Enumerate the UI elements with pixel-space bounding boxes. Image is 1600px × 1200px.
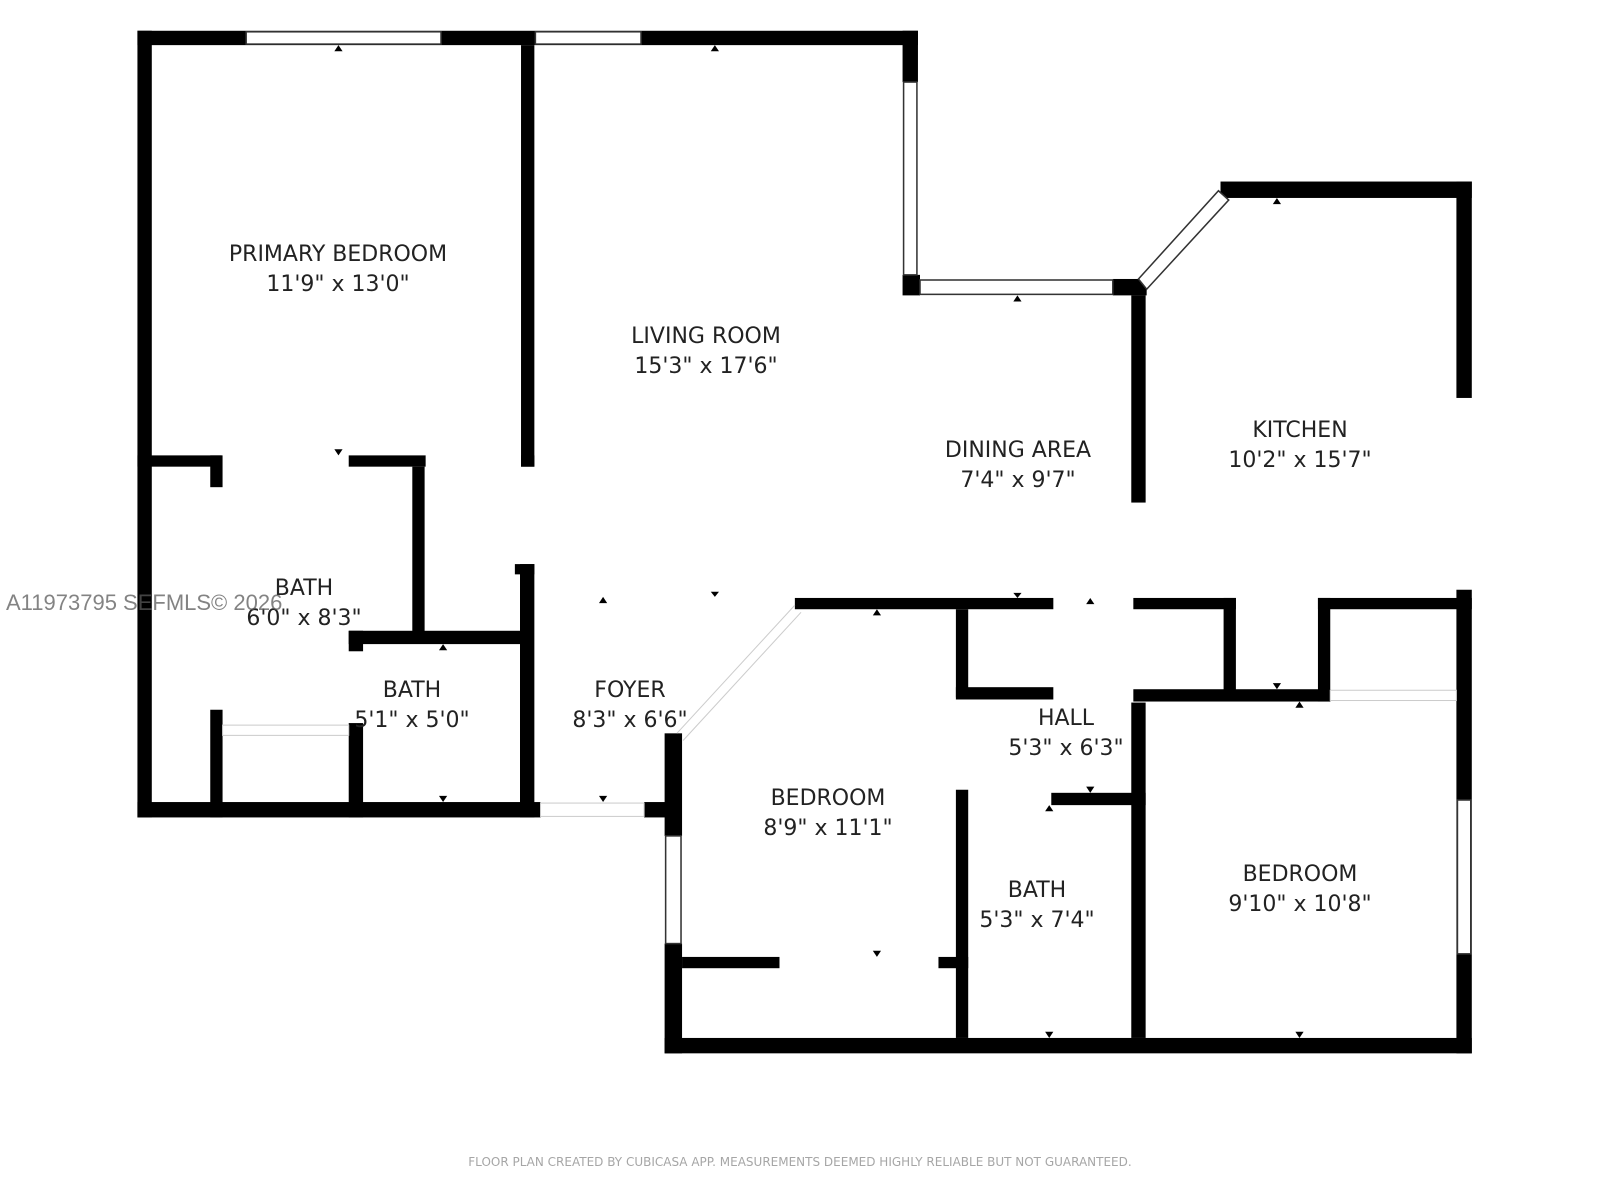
wall — [348, 455, 426, 467]
room-name: HALL — [1037, 706, 1095, 731]
room-size: 10'2" x 15'7" — [1228, 448, 1372, 473]
wall — [664, 1037, 1472, 1054]
room-name: BEDROOM — [1242, 862, 1358, 887]
walls — [137, 30, 1472, 1054]
room-name: BATH — [274, 576, 334, 601]
wall — [1133, 597, 1236, 610]
window — [919, 279, 1114, 296]
room-label-foyer: FOYER 8'3" x 6'6" — [572, 676, 687, 736]
window — [534, 31, 642, 45]
mls-watermark: A11973795 SEFMLS© 2026 — [6, 590, 283, 615]
wall — [521, 45, 535, 467]
wall — [682, 956, 780, 969]
wall — [514, 564, 535, 575]
room-name: LIVING ROOM — [631, 324, 781, 349]
room-label-bath-primary: BATH 6'0" x 8'3" — [246, 574, 361, 634]
room-label-hall: HALL 5'3" x 6'3" — [1008, 704, 1123, 764]
room-name: PRIMARY BEDROOM — [228, 242, 448, 267]
wall — [210, 709, 223, 818]
wall — [902, 30, 918, 83]
wall — [348, 630, 534, 645]
room-size: 11'9" x 13'0" — [266, 272, 410, 297]
wall — [137, 30, 152, 818]
room-size: 9'10" x 10'8" — [1228, 892, 1372, 917]
room-label-bedroom-3: BEDROOM 9'10" x 10'8" — [1228, 860, 1371, 920]
wall — [1317, 597, 1331, 702]
window — [1456, 799, 1472, 955]
wall — [1133, 689, 1331, 702]
room-name: BEDROOM — [770, 786, 886, 811]
room-label-bath-hall: BATH 5'3" x 7'4" — [979, 876, 1094, 936]
wall — [938, 956, 969, 969]
wall — [664, 733, 683, 836]
windows — [245, 31, 1472, 955]
wall — [137, 802, 541, 818]
wall — [1131, 295, 1146, 503]
room-label-bath-small: BATH 5'1" x 5'0" — [354, 676, 469, 736]
room-size: 7'4" x 9'7" — [960, 468, 1076, 493]
wall — [1051, 792, 1146, 806]
wall — [348, 723, 364, 818]
room-label-dining-area: DINING AREA 7'4" x 9'7" — [945, 436, 1091, 496]
room-size: 5'1" x 5'0" — [354, 708, 470, 733]
wall — [521, 455, 535, 467]
room-name: FOYER — [594, 678, 666, 703]
room-name: KITCHEN — [1252, 418, 1348, 443]
room-name: BATH — [1007, 878, 1067, 903]
window — [1137, 189, 1230, 291]
wall — [412, 466, 425, 633]
room-label-kitchen: KITCHEN 10'2" x 15'7" — [1228, 416, 1371, 476]
door-openings — [222, 604, 1457, 817]
room-name: BATH — [382, 678, 442, 703]
room-size: 5'3" x 7'4" — [979, 908, 1095, 933]
dimension-markers — [334, 45, 1304, 1038]
wall — [902, 274, 920, 296]
wall — [137, 455, 222, 467]
wall — [210, 455, 223, 488]
footer-disclaimer: FLOOR PLAN CREATED BY CUBICASA APP. MEAS… — [468, 1155, 1132, 1169]
window — [245, 31, 442, 45]
wall — [664, 943, 683, 1054]
wall — [794, 597, 1054, 610]
wall — [1220, 181, 1472, 198]
window — [664, 835, 682, 945]
wall — [955, 789, 969, 1038]
room-label-living-room: LIVING ROOM 15'3" x 17'6" — [631, 322, 781, 382]
wall — [1112, 278, 1147, 296]
room-size: 5'3" x 6'3" — [1008, 736, 1124, 761]
room-label-bedroom-2: BEDROOM 8'9" x 11'1" — [763, 784, 892, 844]
room-size: 6'0" x 8'3" — [246, 606, 362, 631]
wall — [955, 687, 1054, 700]
wall — [520, 564, 535, 818]
window — [902, 81, 918, 276]
wall — [1131, 702, 1146, 1038]
wall — [348, 630, 364, 652]
room-size: 15'3" x 17'6" — [634, 354, 778, 379]
room-name: DINING AREA — [944, 438, 1092, 463]
wall — [1223, 597, 1236, 701]
wall — [955, 609, 969, 698]
wall — [1456, 181, 1472, 398]
room-label-primary-bedroom: PRIMARY BEDROOM 11'9" x 13'0" — [229, 240, 447, 300]
room-size: 8'3" x 6'6" — [572, 708, 688, 733]
wall — [1317, 597, 1472, 610]
room-size: 8'9" x 11'1" — [763, 816, 893, 841]
